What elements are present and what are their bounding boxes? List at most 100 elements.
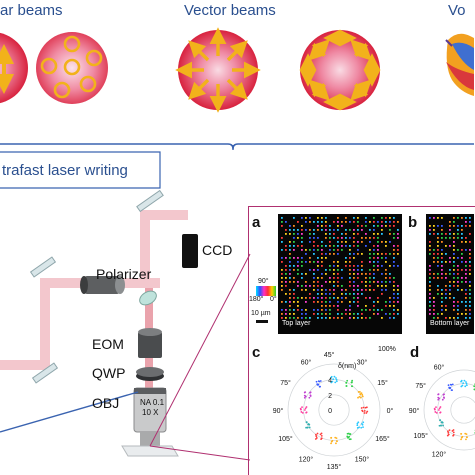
pixel-dot (285, 309, 287, 311)
pixel-dot (373, 249, 375, 251)
polar-data-point (448, 434, 450, 436)
pixel-dot (449, 293, 451, 295)
pixel-dot (285, 317, 287, 319)
pixel-dot (373, 273, 375, 275)
polar-data-point (360, 393, 362, 395)
pixel-dot (289, 289, 291, 291)
pixel-dot (325, 245, 327, 247)
pixel-dot (293, 241, 295, 243)
pixel-dot (317, 309, 319, 311)
pixel-dot (353, 313, 355, 315)
pixel-dot (461, 261, 463, 263)
pixel-dot (429, 217, 431, 219)
pixel-dot (369, 289, 371, 291)
pixel-dot (317, 265, 319, 267)
pixel-dot (321, 285, 323, 287)
polar-data-point (305, 395, 307, 397)
pixel-dot (469, 273, 471, 275)
pixel-dot (433, 301, 435, 303)
pixel-dot (329, 317, 331, 319)
pixel-dot (441, 297, 443, 299)
polar-angle-label: 75° (415, 382, 426, 390)
pixel-dot (337, 277, 339, 279)
pixel-dot (349, 277, 351, 279)
pixel-dot (445, 273, 447, 275)
polar-data-point (349, 433, 351, 435)
pixel-dot (385, 313, 387, 315)
pixel-dot (357, 217, 359, 219)
polar-data-point (447, 430, 449, 432)
pixel-dot (309, 293, 311, 295)
pixel-dot (361, 253, 363, 255)
pixel-dot (357, 273, 359, 275)
pixel-dot (361, 313, 363, 315)
pixel-dot (353, 281, 355, 283)
polar-data-point (443, 396, 445, 398)
pixel-dot (457, 277, 459, 279)
pixel-dot (285, 269, 287, 271)
pixel-dot (317, 249, 319, 251)
pixel-dot (393, 301, 395, 303)
pixel-dot (437, 237, 439, 239)
pixel-dot (373, 261, 375, 263)
polar-data-point (321, 435, 323, 437)
pixel-dot (393, 225, 395, 227)
pixel-dot (393, 253, 395, 255)
pixel-dot (365, 237, 367, 239)
pixel-dot (397, 253, 399, 255)
pixel-dot (297, 285, 299, 287)
pixel-dot (357, 285, 359, 287)
pixel-dot (457, 285, 459, 287)
pixel-dot (453, 241, 455, 243)
pixel-dot (353, 233, 355, 235)
polar-data-point (442, 422, 444, 424)
pixel-dot (437, 317, 439, 319)
pixel-dot (389, 273, 391, 275)
pixel-dot (341, 241, 343, 243)
pixel-dot (313, 245, 315, 247)
pixel-dot (369, 309, 371, 311)
pixel-dot (337, 225, 339, 227)
pixel-dot (385, 261, 387, 263)
pixel-dot (301, 313, 303, 315)
pixel-dot (469, 221, 471, 223)
pixel-dot (469, 301, 471, 303)
polar-data-point (304, 409, 306, 411)
pixel-dot (353, 237, 355, 239)
pixel-dot (337, 305, 339, 307)
pixel-dot (377, 245, 379, 247)
pixel-dot (289, 225, 291, 227)
polar-data-point (438, 397, 440, 399)
pixel-dot (321, 245, 323, 247)
pixel-dot (393, 285, 395, 287)
pixel-dot (389, 317, 391, 319)
pixel-dot (385, 285, 387, 287)
pixel-dot (429, 305, 431, 307)
pixel-dot (373, 237, 375, 239)
polar-angle-label: 60° (434, 364, 445, 372)
polar-data-point (332, 378, 334, 380)
polar-data-point (449, 387, 451, 389)
pixel-dot (393, 265, 395, 267)
pixel-dot (325, 217, 327, 219)
polar-data-point (304, 391, 306, 393)
objective-magnification-label: 10 X (142, 408, 158, 417)
pixel-dot (429, 289, 431, 291)
pixel-dot (373, 305, 375, 307)
pixel-dot (321, 249, 323, 251)
pixel-dot (293, 269, 295, 271)
pixel-dot (289, 277, 291, 279)
polar-data-point (315, 434, 317, 436)
pixel-dot (381, 289, 383, 291)
pixel-dot (321, 257, 323, 259)
pixel-dot (449, 237, 451, 239)
pixel-dot (441, 253, 443, 255)
pixel-dot (377, 233, 379, 235)
pixel-dot (373, 265, 375, 267)
polar-data-point (460, 381, 462, 383)
pixel-dot (349, 237, 351, 239)
pixel-dot (353, 289, 355, 291)
polar-data-point (317, 433, 319, 435)
eom-component (138, 328, 162, 358)
pixel-dot (313, 289, 315, 291)
